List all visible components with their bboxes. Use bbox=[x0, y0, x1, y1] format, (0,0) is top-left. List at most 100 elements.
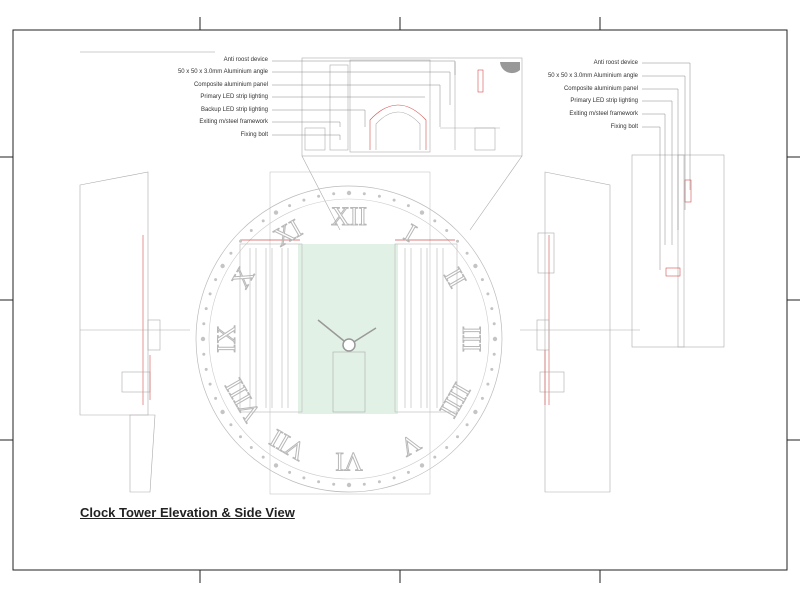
minute-dot bbox=[302, 476, 306, 480]
numeral-viii: VIII bbox=[219, 374, 266, 427]
minute-dot bbox=[288, 204, 292, 208]
minute-dot bbox=[492, 352, 496, 356]
minute-dot bbox=[220, 409, 225, 415]
minute-dot bbox=[346, 190, 352, 196]
minute-dot bbox=[261, 219, 265, 223]
minute-dot bbox=[456, 435, 459, 439]
minute-dot bbox=[202, 322, 206, 326]
minute-dot bbox=[377, 194, 381, 198]
numeral-vi: VI bbox=[335, 447, 362, 476]
minute-dot bbox=[486, 292, 490, 296]
callout-fixing-bolt-left: Fixing bolt bbox=[240, 132, 268, 138]
minute-dot bbox=[204, 307, 208, 311]
minute-dot bbox=[480, 278, 484, 282]
minute-dot bbox=[332, 482, 336, 486]
detail-corner-mark bbox=[500, 62, 520, 74]
minute-dot bbox=[490, 367, 494, 371]
minute-dot bbox=[486, 382, 490, 386]
minute-dot bbox=[473, 263, 478, 269]
minute-dot bbox=[406, 470, 410, 474]
numeral-v: V bbox=[395, 428, 426, 463]
numeral-x: X bbox=[226, 262, 261, 293]
clock-outer-ring bbox=[195, 185, 503, 493]
minute-dot bbox=[492, 322, 496, 326]
callout-primary-led-right: Primary LED strip lighting bbox=[570, 98, 638, 104]
minute-dot bbox=[456, 239, 459, 243]
drawing-title: Clock Tower Elevation & Side View bbox=[80, 505, 295, 520]
minute-dot bbox=[273, 210, 279, 215]
numeral-ix: IX bbox=[212, 325, 241, 353]
callout-panel-right: Composite aluminium panel bbox=[563, 86, 638, 92]
minute-dot bbox=[362, 192, 366, 196]
minute-dot bbox=[377, 480, 381, 484]
minute-dot bbox=[200, 336, 206, 342]
minute-dot bbox=[433, 455, 437, 459]
minute-dot bbox=[273, 463, 279, 468]
minute-dot bbox=[214, 396, 218, 400]
callout-framework-left: Exiting m/steel framework bbox=[199, 119, 268, 125]
minute-dot bbox=[317, 480, 321, 484]
clock-center-plate bbox=[298, 244, 398, 414]
minute-dot bbox=[249, 446, 253, 449]
minute-dot bbox=[362, 482, 366, 486]
minute-dot bbox=[208, 382, 212, 386]
minute-dot bbox=[202, 352, 206, 356]
minute-dot bbox=[433, 219, 437, 223]
minute-dot bbox=[239, 435, 242, 439]
minute-dot bbox=[317, 194, 321, 198]
side-view-left bbox=[79, 171, 190, 493]
callout-anti-roost-left: Anti roost device bbox=[223, 57, 268, 63]
callout-leaders-left bbox=[272, 60, 456, 140]
minute-dot bbox=[229, 423, 233, 427]
side-view-right bbox=[520, 171, 640, 493]
clock-pendulum bbox=[332, 351, 366, 413]
callout-fixing-bolt-right: Fixing bolt bbox=[610, 124, 638, 130]
callout-panel-left: Composite aluminium panel bbox=[193, 82, 268, 88]
minute-dot bbox=[229, 251, 233, 255]
callout-primary-led-left: Primary LED strip lighting bbox=[200, 94, 268, 100]
minute-dot bbox=[445, 229, 449, 232]
numeral-iii: III bbox=[457, 326, 486, 352]
minute-dot bbox=[445, 446, 449, 449]
minute-dot bbox=[473, 409, 478, 415]
numeral-i: I bbox=[399, 218, 421, 247]
callout-anti-roost-right: Anti roost device bbox=[593, 60, 638, 66]
minute-dot bbox=[490, 307, 494, 311]
minute-dot bbox=[204, 367, 208, 371]
led-strip-left bbox=[239, 239, 303, 413]
callout-angle-right: 50 x 50 x 3.0mm Aluminium angle bbox=[547, 73, 638, 79]
sheet-border bbox=[12, 29, 788, 571]
minute-dot bbox=[249, 229, 253, 232]
clock-frame bbox=[269, 171, 431, 495]
minute-dot bbox=[465, 251, 469, 255]
callout-framework-right: Exiting m/steel framework bbox=[569, 111, 638, 117]
minute-dot bbox=[392, 476, 396, 480]
led-strip-right bbox=[394, 239, 458, 413]
numeral-iiii: IIII bbox=[434, 378, 476, 422]
clock-inner-ring bbox=[208, 198, 490, 480]
minute-dot bbox=[419, 210, 425, 215]
numeral-xii: XII bbox=[331, 202, 367, 231]
callout-leaders-right bbox=[642, 62, 691, 270]
callout-angle-left: 50 x 50 x 3.0mm Aluminium angle bbox=[177, 69, 268, 75]
minute-dot bbox=[419, 463, 425, 468]
minute-dot bbox=[302, 198, 306, 202]
minute-dot bbox=[220, 263, 225, 269]
minute-dot bbox=[392, 198, 396, 202]
minute-dot bbox=[214, 278, 218, 282]
minute-dot bbox=[332, 192, 336, 196]
minute-dot bbox=[239, 239, 242, 243]
callout-backup-led-left: Backup LED strip lighting bbox=[200, 107, 268, 113]
minute-dot bbox=[480, 396, 484, 400]
minute-dot bbox=[492, 336, 498, 342]
minute-dot bbox=[465, 423, 469, 427]
minute-dots bbox=[200, 190, 498, 488]
minute-dot bbox=[261, 455, 265, 459]
minute-dot bbox=[406, 204, 410, 208]
clock-hands bbox=[317, 319, 377, 352]
detail-left bbox=[301, 57, 523, 231]
minute-dot bbox=[208, 292, 212, 296]
sheet-grid-ticks bbox=[0, 17, 800, 583]
